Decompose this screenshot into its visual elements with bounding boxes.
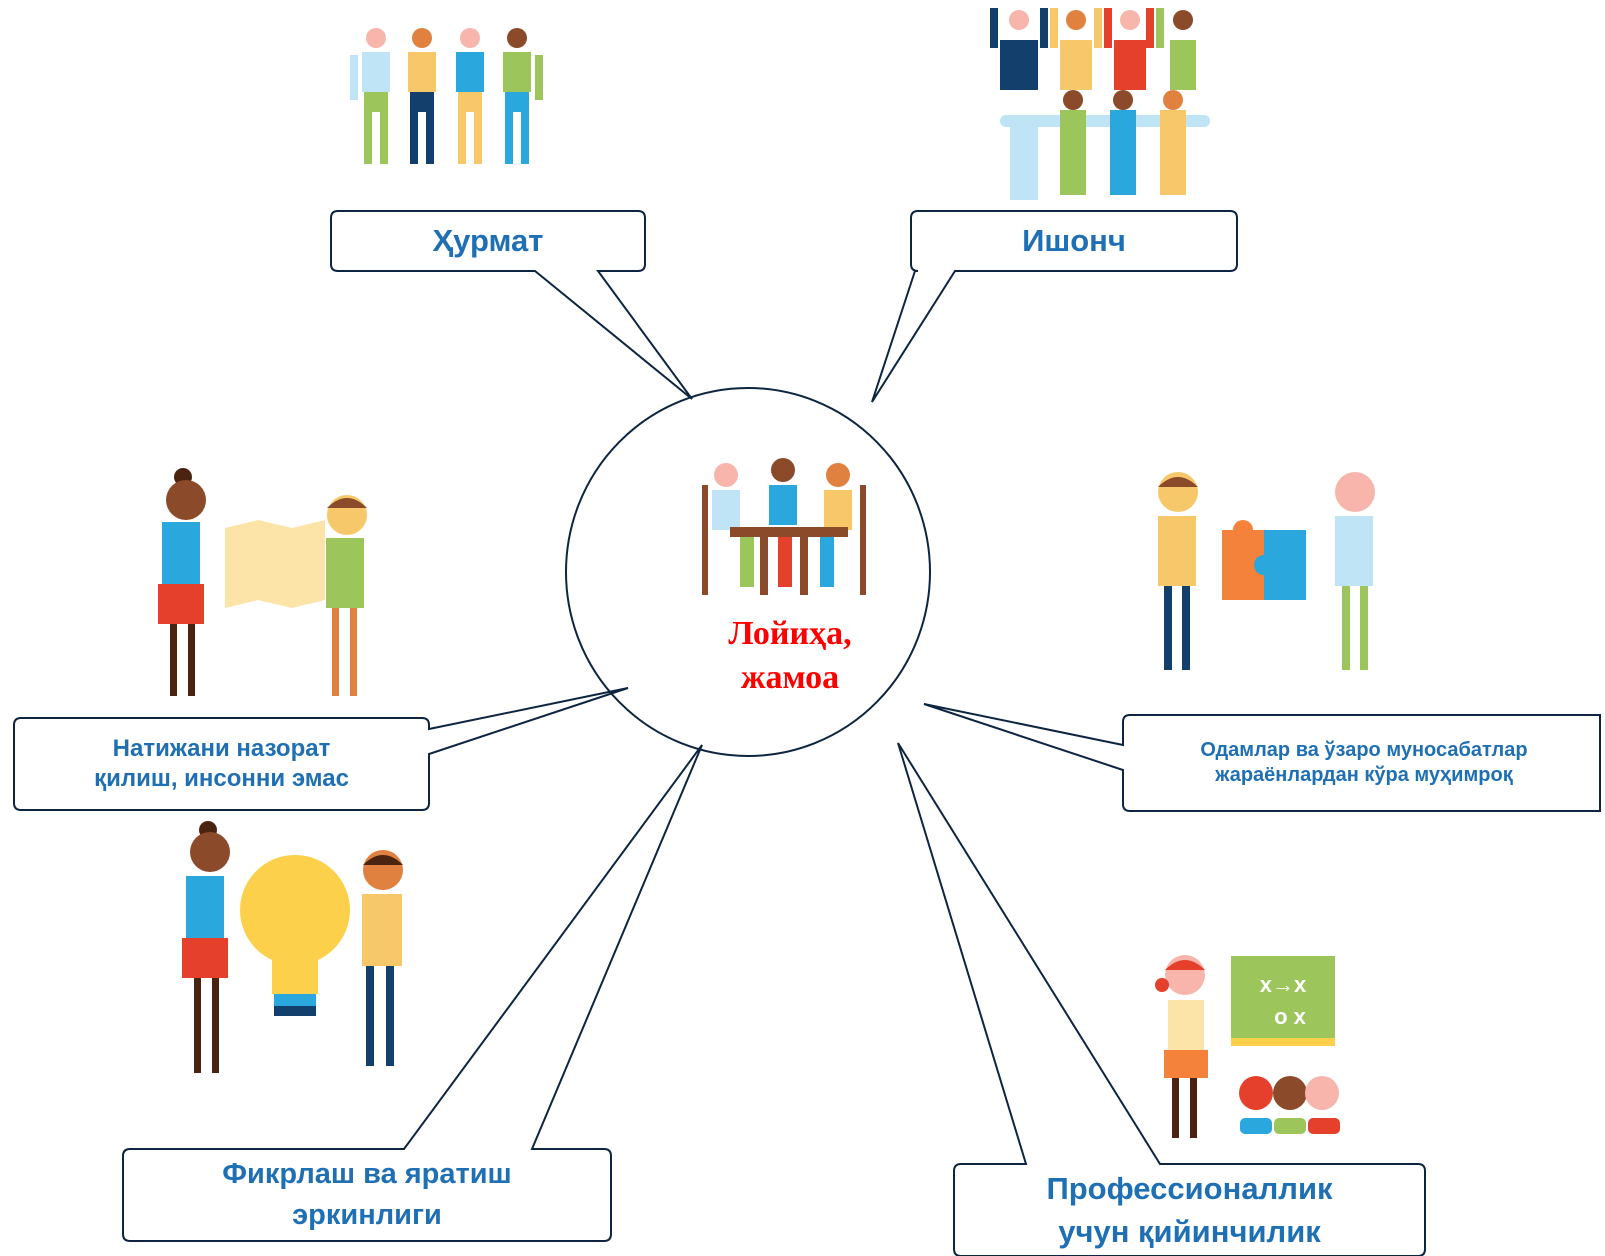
people-label: Одамлар ва ўзаро муносабатлар жараёнлард… bbox=[1123, 715, 1605, 811]
freedom-label: Фикрлаш ва яратиш эркинлиги bbox=[123, 1149, 611, 1241]
map-sharing-icon bbox=[158, 468, 367, 696]
callout-freedom bbox=[122, 744, 703, 1242]
center-label-line1: Лойиҳа, bbox=[728, 615, 852, 652]
professionalism-text-line2: учун қийинчилик bbox=[1058, 1214, 1321, 1249]
trust-text: Ишонч bbox=[1022, 222, 1126, 258]
control-text-line1: Натижани назорат bbox=[112, 735, 331, 762]
callout-respect bbox=[330, 210, 693, 400]
center-ellipse bbox=[565, 387, 931, 757]
center-label: Лойиҳа, жамоа bbox=[640, 612, 940, 700]
professionalism-text-line1: Профессионаллик bbox=[1046, 1170, 1333, 1206]
hands-up-group-icon bbox=[990, 8, 1210, 200]
idea-bulb-icon bbox=[182, 821, 403, 1073]
freedom-text-line2: эркинлиги bbox=[292, 1199, 442, 1231]
control-label: Натижани назорат қилиш, инсонни эмас bbox=[14, 718, 429, 810]
puzzle-cooperation-icon bbox=[1158, 472, 1375, 670]
respect-text: Ҳурмат bbox=[432, 222, 544, 258]
control-text-line2: қилиш, инсонни эмас bbox=[94, 765, 349, 792]
team-meeting-icon bbox=[702, 458, 866, 595]
callout-trust bbox=[871, 210, 1238, 403]
callout-control bbox=[13, 687, 629, 811]
callout-people bbox=[923, 703, 1601, 812]
respect-label: Ҳурмат bbox=[331, 211, 645, 271]
teacher-board-icon: x→x o x bbox=[1155, 955, 1340, 1138]
people-text-line2: жараёнлардан кўра муҳимроқ bbox=[1215, 764, 1513, 786]
trust-label: Ишонч bbox=[911, 211, 1237, 271]
group-of-people-icon bbox=[350, 28, 543, 164]
svg-text:x→x: x→x bbox=[1260, 972, 1307, 997]
svg-text:o x: o x bbox=[1274, 1004, 1307, 1029]
freedom-text-line1: Фикрлаш ва яратиш bbox=[222, 1158, 512, 1191]
professionalism-label: Профессионаллик учун қийинчилик bbox=[954, 1164, 1425, 1256]
people-text-line1: Одамлар ва ўзаро муносабатлар bbox=[1200, 739, 1528, 761]
center-label-line2: жамоа bbox=[740, 659, 840, 697]
